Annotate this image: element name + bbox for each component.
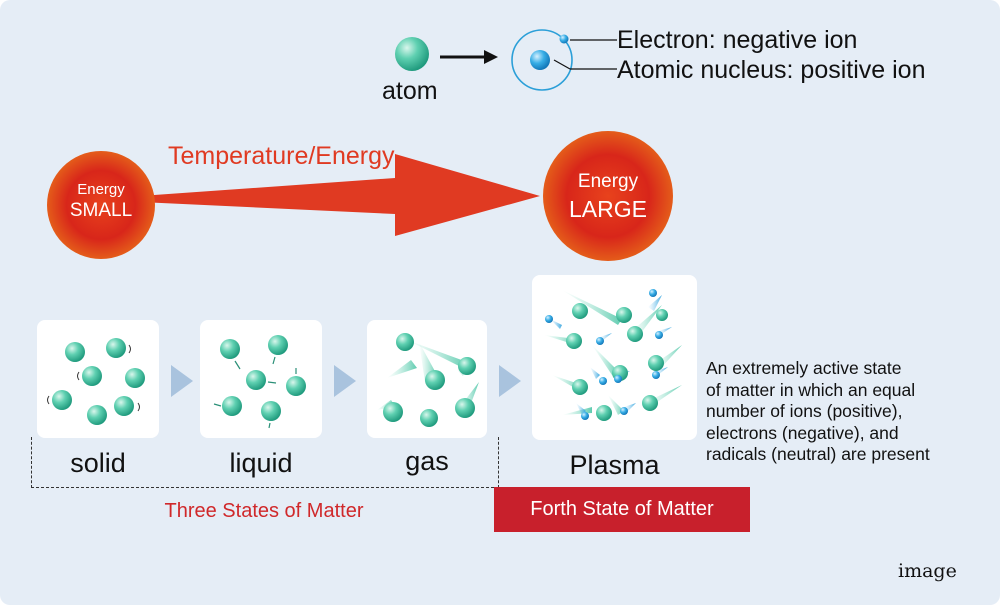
liquid-label: liquid [229,448,293,478]
electron-label: Electron: negative ion [617,26,858,54]
orbit-ring [511,29,573,91]
chevron-right-icon [499,365,521,397]
description-line: radicals (neutral) are present [706,444,930,464]
description-line: number of ions (positive), [706,401,903,421]
atom-label: atom [382,77,438,105]
atom-diagram-graphic [395,29,617,91]
nucleus-label: Atomic nucleus: positive ion [617,56,926,84]
three-states-label: Three States of Matter [164,500,364,522]
solid-panel [37,320,159,438]
gas-particles [377,333,479,427]
three-states-bracket [31,437,499,488]
energy-small-circle: Energy SMALL [47,151,155,259]
energy-small-line1: Energy [77,181,125,198]
plasma-label: Plasma [569,450,660,480]
energy-large-line1: Energy [577,171,639,192]
electron-icon [559,34,569,44]
plasma-description: An extremely active state of matter in w… [706,358,996,466]
liquid-panel [200,320,322,438]
gas-label: gas [405,446,449,476]
gas-panel [367,320,487,438]
fourth-state-label: Forth State of Matter [530,498,714,520]
atom-icon [395,37,429,71]
nucleus-icon [530,50,550,70]
chevron-right-icon [334,365,356,397]
energy-arrow [140,154,540,236]
watermark: image [898,560,957,582]
fourth-state-badge: Forth State of Matter [494,487,750,532]
plasma-particles [544,289,682,421]
solid-label: solid [70,448,126,478]
description-line: electrons (negative), and [706,422,899,443]
description-line: of matter in which an equal [706,379,916,400]
energy-large-line2: LARGE [569,196,647,222]
chevron-right-icon [171,365,193,397]
energy-arrow-label: Temperature/Energy [168,142,395,170]
plasma-panel [532,275,697,440]
description-line: An extremely active state [706,358,902,378]
solid-particles [47,338,145,425]
energy-large-circle: Energy LARGE [543,131,673,261]
energy-small-line2: SMALL [69,200,133,221]
liquid-particles [213,335,306,429]
